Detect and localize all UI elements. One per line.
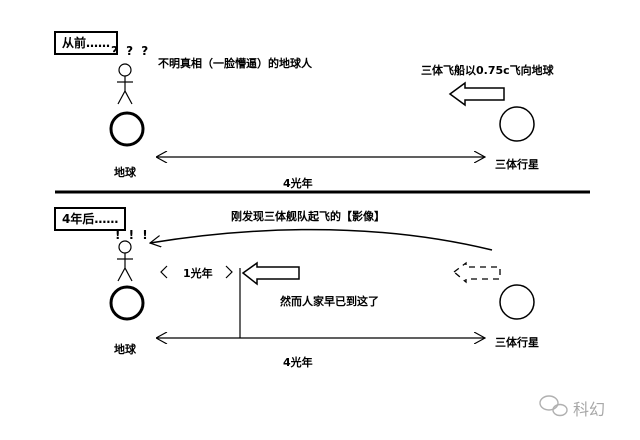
top-fleet-caption: 三体飞船以0.75c飞向地球 [421, 64, 554, 77]
one-ly-bracket-right [225, 265, 233, 279]
top-fleet-arrow [448, 81, 505, 107]
top-question-marks: ? ? ? [111, 44, 151, 58]
one-ly-label: 1光年 [183, 267, 213, 280]
ghost-fleet-arrow [452, 261, 501, 284]
bottom-stick-figure [117, 240, 133, 282]
bottom-image-caption: 刚发现三体舰队起飞的【影像】 [231, 210, 385, 223]
watermark-text: 科幻 [573, 400, 606, 419]
bottom-exclamation-marks: ! ! ! [115, 228, 150, 242]
bottom-box-label: 4年后…… [54, 207, 127, 231]
top-stick-figure [117, 63, 133, 105]
bottom-earth-label: 地球 [114, 343, 136, 356]
one-ly-bracket-left [160, 265, 168, 279]
top-earth-label: 地球 [114, 166, 136, 179]
top-human-caption: 不明真相（一脸懵逼）的地球人 [158, 57, 312, 70]
top-distance-label: 4光年 [283, 177, 313, 190]
bottom-light-path-arrow [150, 228, 493, 251]
bottom-fleet-arrow [241, 261, 300, 286]
top-trisolaris-label: 三体行星 [495, 158, 539, 171]
bottom-fleet-caption: 然而人家早已到这了 [280, 295, 379, 308]
top-earth-circle [109, 111, 145, 147]
wechat-icon [539, 395, 568, 417]
bottom-distance-label: 4光年 [283, 356, 313, 369]
top-trisolaris-circle [499, 106, 535, 142]
bottom-earth-circle [109, 285, 145, 321]
top-box-label: 从前…… [54, 31, 119, 55]
bottom-trisolaris-circle [499, 284, 535, 320]
bottom-trisolaris-label: 三体行星 [495, 336, 539, 349]
